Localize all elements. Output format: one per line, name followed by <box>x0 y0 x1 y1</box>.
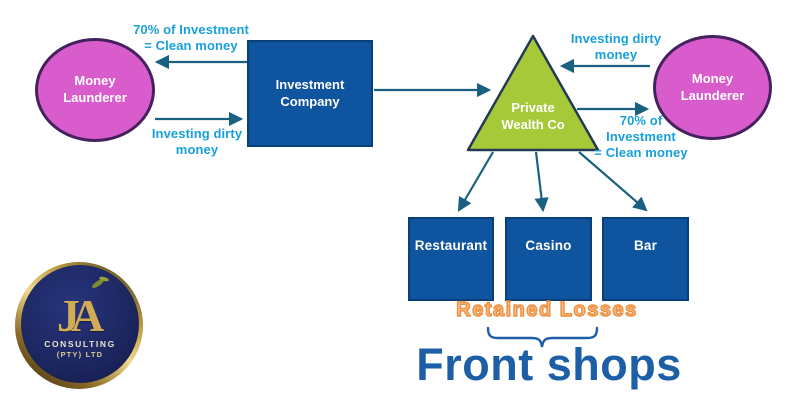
left-money-launderer-label: Money Launderer <box>63 73 127 105</box>
label-left-clean-money: 70% of Investment = Clean money <box>133 22 249 53</box>
ja-consulting-logo: JA CONSULTING (PTY) LTD <box>15 262 143 389</box>
casino-node: Casino <box>505 217 592 301</box>
bar-label: Bar <box>633 238 658 254</box>
casino-label: Casino <box>525 238 572 254</box>
label-right-dirty-money: Investing dirty money <box>570 31 662 62</box>
bar-node: Bar <box>602 217 689 301</box>
wealthco-triangle <box>466 34 600 152</box>
retained-losses-caption: Retained Losses <box>456 298 638 321</box>
restaurant-node: Restaurant <box>408 217 494 301</box>
logo-inner-circle: JA CONSULTING (PTY) LTD <box>21 265 139 383</box>
arrow-wealthco-to-casino <box>534 151 549 213</box>
logo-company-suffix: (PTY) LTD <box>56 349 104 359</box>
front-shops-brace <box>486 326 599 348</box>
investment-company-label: Investment Company <box>275 76 345 109</box>
label-right-clean-money: 70% of Investment = Clean money <box>594 113 688 160</box>
front-shops-title: Front shops <box>416 339 682 390</box>
left-money-launderer-node: Money Launderer <box>35 38 155 142</box>
arrow-wealthco-to-restaurant <box>457 151 494 212</box>
restaurant-label: Restaurant <box>414 238 488 254</box>
arrow-wealthco-to-bar <box>578 151 648 212</box>
investment-company-node: Investment Company <box>247 40 373 147</box>
label-left-dirty-money: Investing dirty money <box>151 126 243 157</box>
logo-company-name: CONSULTING <box>44 338 116 349</box>
right-money-launderer-node: Money Launderer <box>653 35 772 140</box>
right-money-launderer-label: Money Launderer <box>680 70 745 103</box>
logo-monogram: JA <box>56 290 104 342</box>
